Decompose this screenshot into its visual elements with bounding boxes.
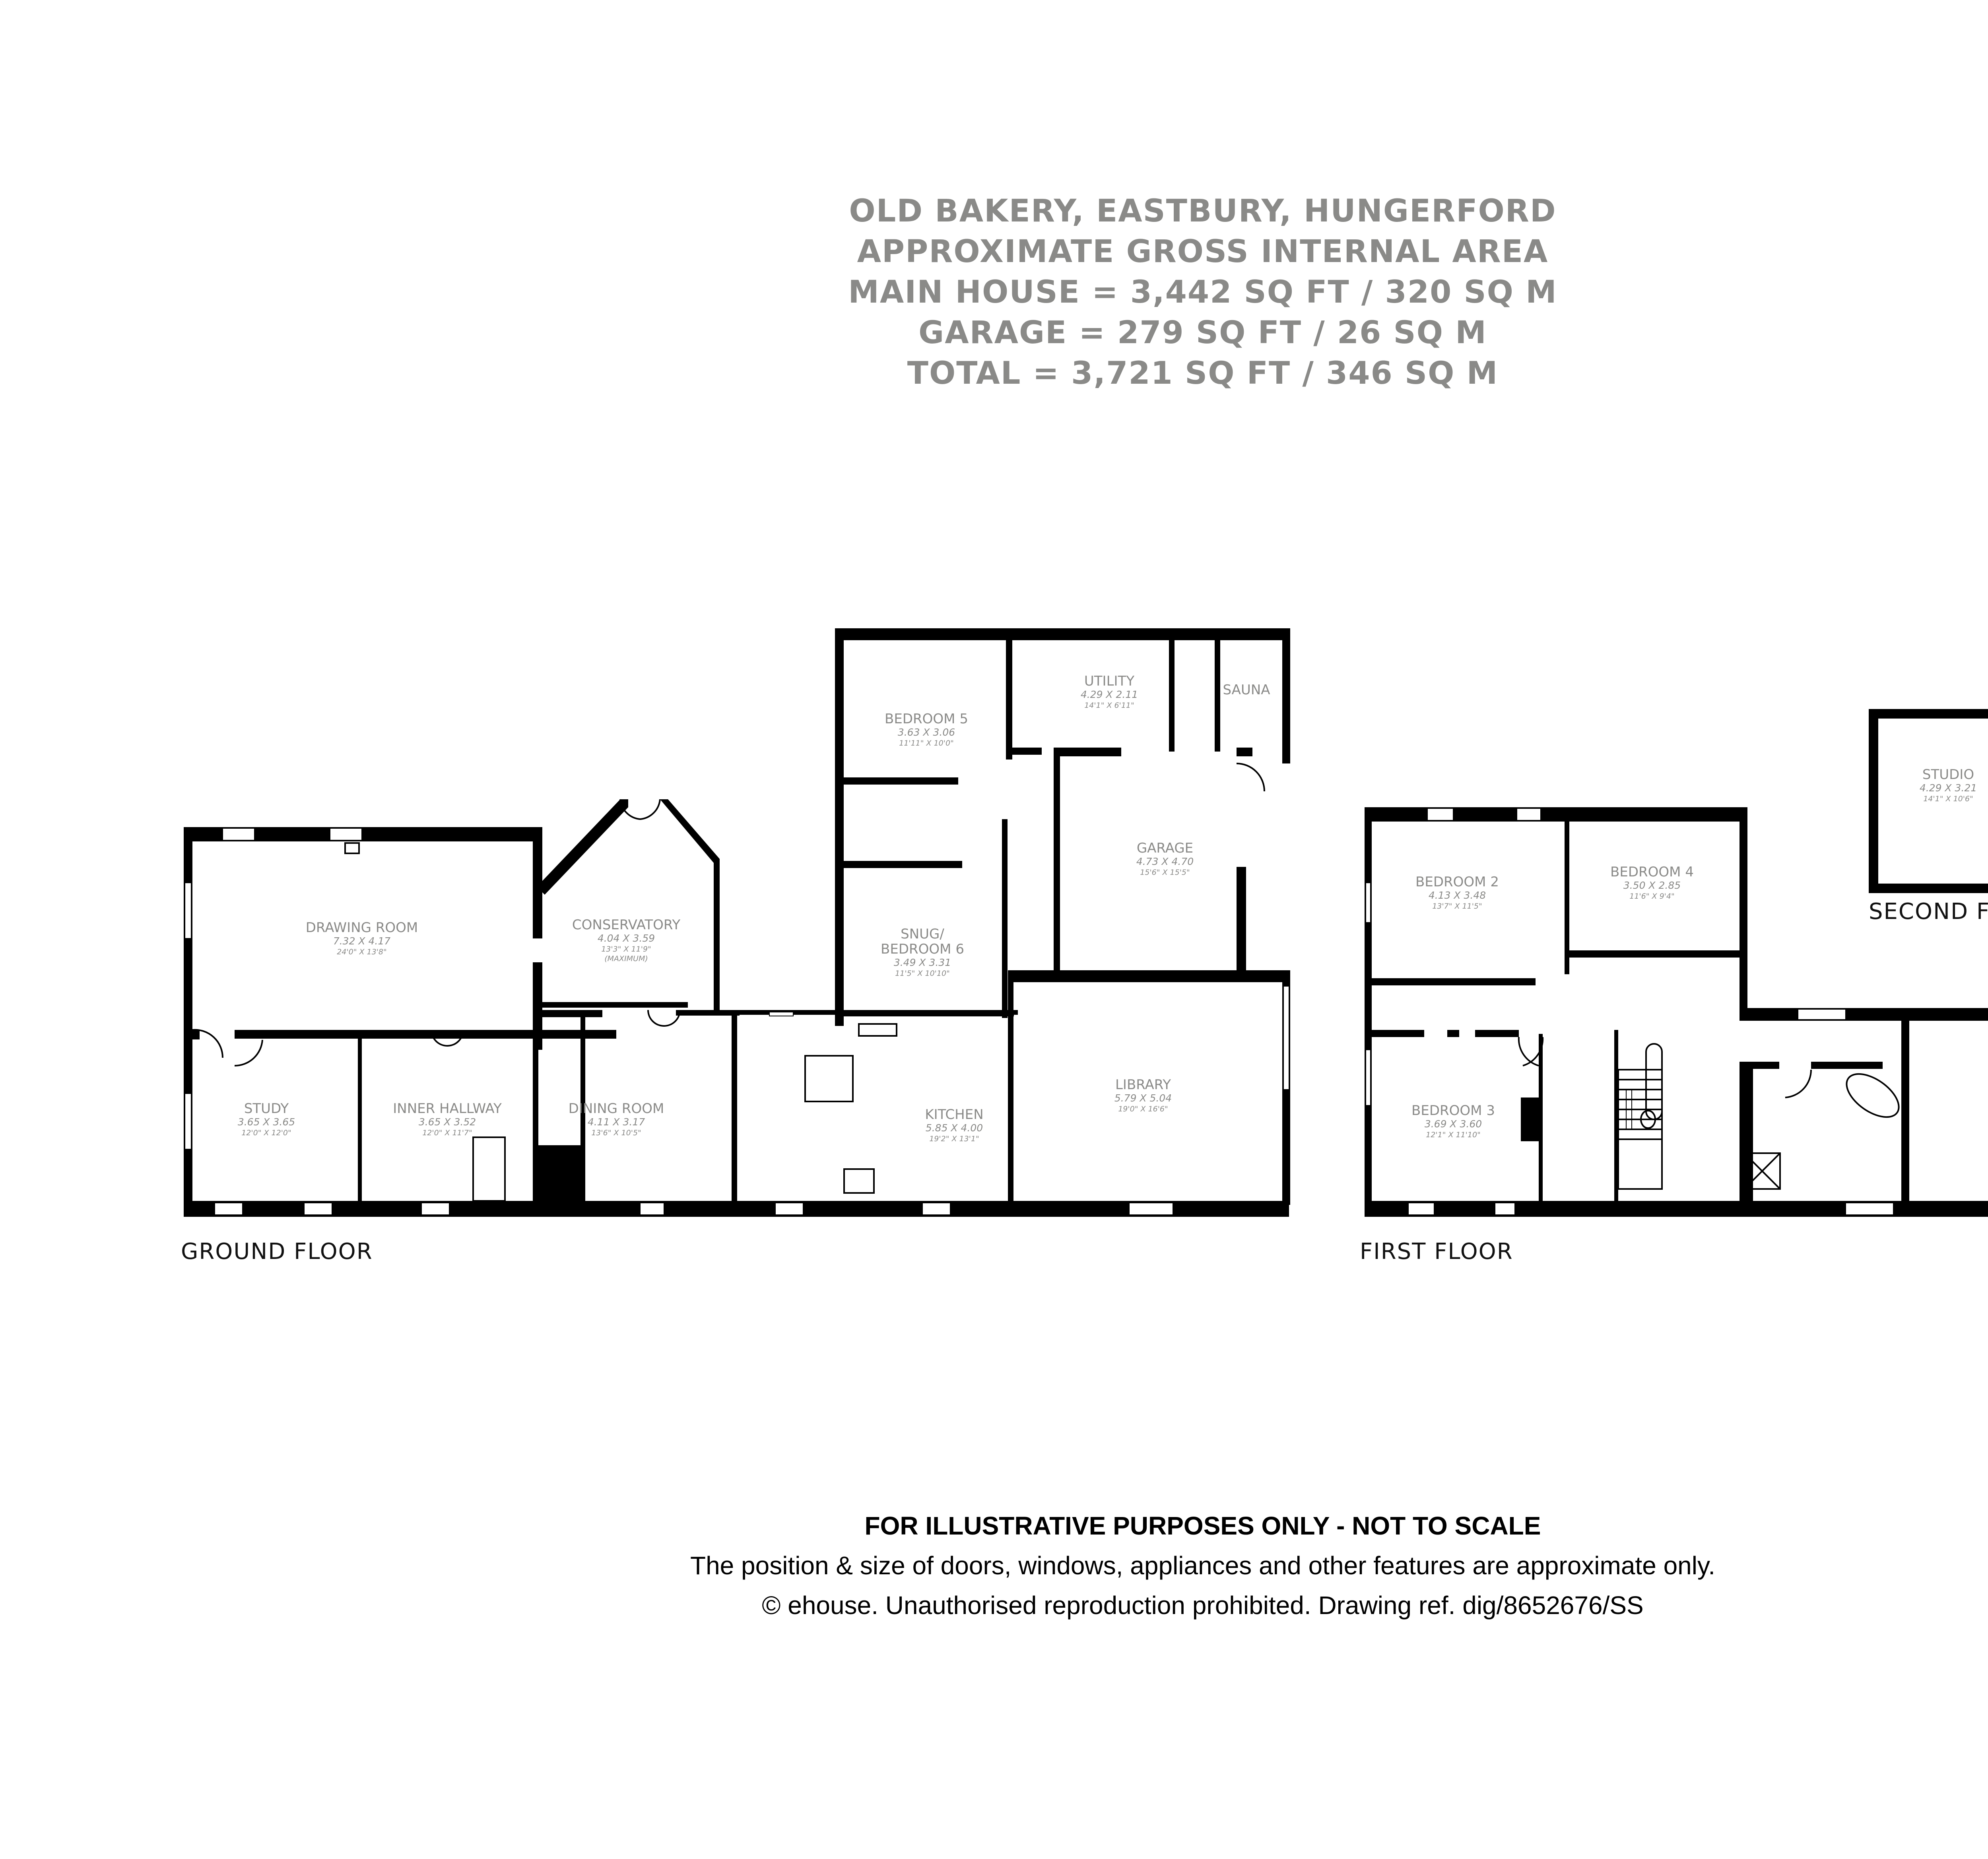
room-label-drawing-room: DRAWING ROOM 7.32 X 4.17 24'0" X 13'8" xyxy=(305,920,418,956)
room-label-study: STUDY 3.65 X 3.65 12'0" X 12'0" xyxy=(237,1101,295,1137)
range-cooker xyxy=(843,1168,875,1194)
plan-header: OLD BAKERY, EASTBURY, HUNGERFORD APPROXI… xyxy=(0,191,1988,394)
floor-label-first: FIRST FLOOR xyxy=(1360,1239,1513,1265)
second-floor-walls xyxy=(1869,709,1988,893)
room-label-snug-bedroom-6: SNUG/ BEDROOM 6 3.49 X 3.31 11'5" X 10'1… xyxy=(881,926,964,978)
garage-area: GARAGE = 279 SQ FT / 26 SQ M xyxy=(918,315,1487,351)
windows xyxy=(184,808,1988,1215)
room-label-dining-room: DINING ROOM 4.11 X 3.17 13'6" X 10'5" xyxy=(568,1101,664,1137)
room-label-bedroom-4: BEDROOM 4 3.50 X 2.85 11'6" X 9'4" xyxy=(1610,864,1694,901)
bathtub xyxy=(1645,1043,1663,1120)
ground-floor-walls xyxy=(184,628,1290,1217)
room-label-bedroom-3: BEDROOM 3 3.69 X 3.60 12'1" X 11'10" xyxy=(1411,1103,1495,1139)
room-label-bedroom-2: BEDROOM 2 4.13 X 3.48 13'7" X 11'5" xyxy=(1415,874,1499,911)
room-label-studio: STUDIO 4.29 X 3.21 14'1" X 10'6" xyxy=(1919,767,1977,803)
copyright-text: © ehouse. Unauthorised reproduction proh… xyxy=(762,1591,1644,1620)
fixtures xyxy=(192,763,1900,1202)
room-label-bedroom-5: BEDROOM 5 3.63 X 3.06 11'11" X 10'0" xyxy=(885,711,968,748)
floor-label-second: SECOND FLOOR xyxy=(1869,899,1988,925)
disclaimer-text: The position & size of doors, windows, a… xyxy=(690,1551,1716,1580)
kitchen-island xyxy=(804,1055,854,1102)
total-area: TOTAL = 3,721 SQ FT / 346 SQ M xyxy=(907,355,1499,391)
floor-label-ground: GROUND FLOOR xyxy=(181,1239,373,1265)
room-label-sauna: SAUNA xyxy=(1223,682,1270,698)
scale-warning: FOR ILLUSTRATIVE PURPOSES ONLY - NOT TO … xyxy=(864,1511,1541,1540)
room-label-library: LIBRARY 5.79 X 5.04 19'0" X 16'6" xyxy=(1114,1077,1172,1113)
shower xyxy=(1743,1152,1781,1190)
room-label-garage: GARAGE 4.73 X 4.70 15'6" X 15'5" xyxy=(1136,840,1194,877)
room-label-kitchen: KITCHEN 5.85 X 4.00 19'2" X 13'1" xyxy=(925,1107,984,1143)
property-title: OLD BAKERY, EASTBURY, HUNGERFORD xyxy=(849,193,1557,229)
area-subtitle: APPROXIMATE GROSS INTERNAL AREA xyxy=(857,234,1549,270)
room-label-conservatory: CONSERVATORY 4.04 X 3.59 13'3" X 11'9" (… xyxy=(572,917,681,963)
hallway-stairs xyxy=(472,1136,506,1202)
room-label-inner-hallway: INNER HALLWAY 3.65 X 3.52 12'0" X 11'7" xyxy=(393,1101,502,1137)
room-label-utility: UTILITY 4.29 X 2.11 14'1" X 6'11" xyxy=(1080,673,1138,710)
corner-bath xyxy=(1846,1073,1900,1118)
main-house-area: MAIN HOUSE = 3,442 SQ FT / 320 SQ M xyxy=(848,274,1557,310)
